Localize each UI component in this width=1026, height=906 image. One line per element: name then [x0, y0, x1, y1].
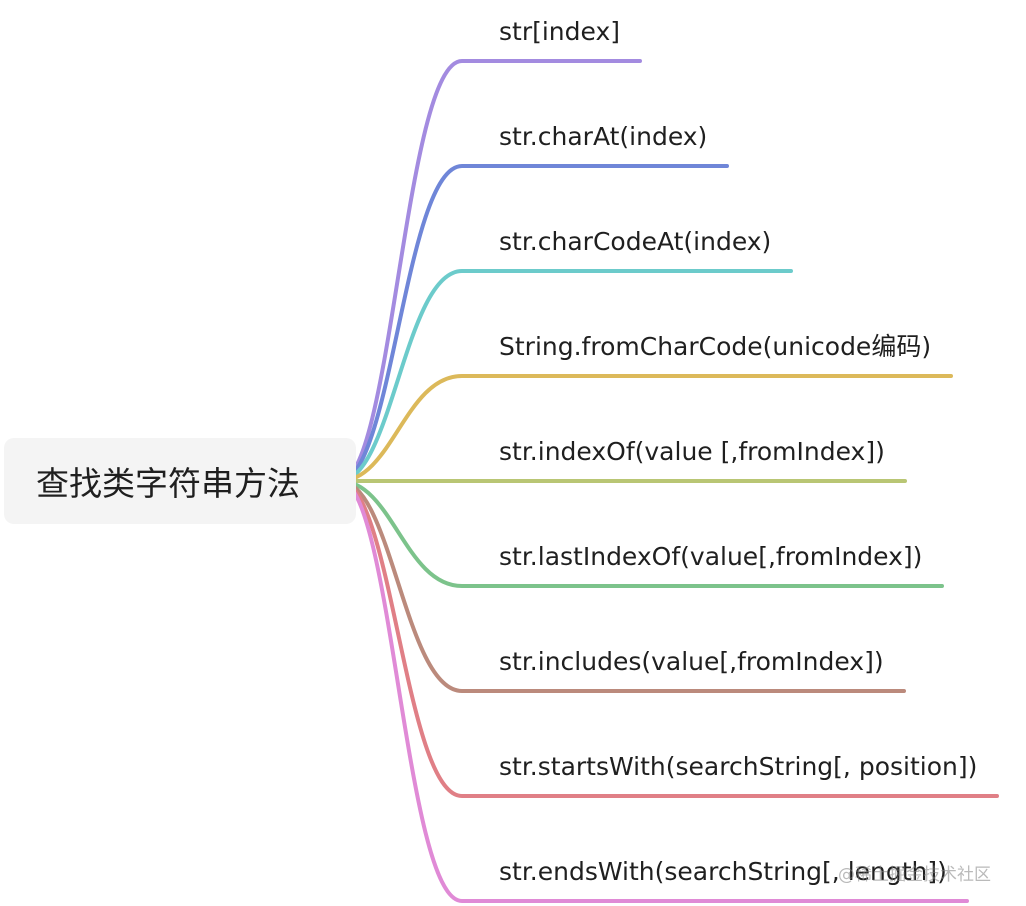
branch-connector-6: [338, 479, 906, 693]
root-node-label: 查找类字符串方法: [36, 464, 300, 503]
branch-connector-8: [338, 479, 969, 903]
branch-label-lastindexof[interactable]: str.lastIndexOf(value[,fromIndex]): [499, 542, 923, 571]
branch-connector-7: [338, 479, 999, 798]
watermark: @稀土掘金技术社区: [838, 865, 991, 885]
branch-label-str-index[interactable]: str[index]: [499, 17, 621, 46]
branch-label-endswith[interactable]: str.endsWith(searchString[, length]): [499, 857, 947, 886]
branch-label-startswith[interactable]: str.startsWith(searchString[, position]): [499, 752, 978, 781]
root-node[interactable]: 查找类字符串方法: [4, 438, 356, 524]
branch-label-indexof[interactable]: str.indexOf(value [,fromIndex]): [499, 437, 885, 466]
branch-connector-2: [338, 269, 793, 483]
branch-label-fromcharcode[interactable]: String.fromCharCode(unicode编码): [499, 332, 932, 361]
branch-connector-1: [338, 164, 729, 483]
branch-label-charcodeat[interactable]: str.charCodeAt(index): [499, 227, 772, 256]
branch-connector-0: [338, 59, 642, 483]
branch-label-charat[interactable]: str.charAt(index): [499, 122, 708, 151]
branch-label-includes[interactable]: str.includes(value[,fromIndex]): [499, 647, 884, 676]
branch-connector-3: [338, 374, 953, 483]
branch-connector-5: [338, 479, 944, 588]
